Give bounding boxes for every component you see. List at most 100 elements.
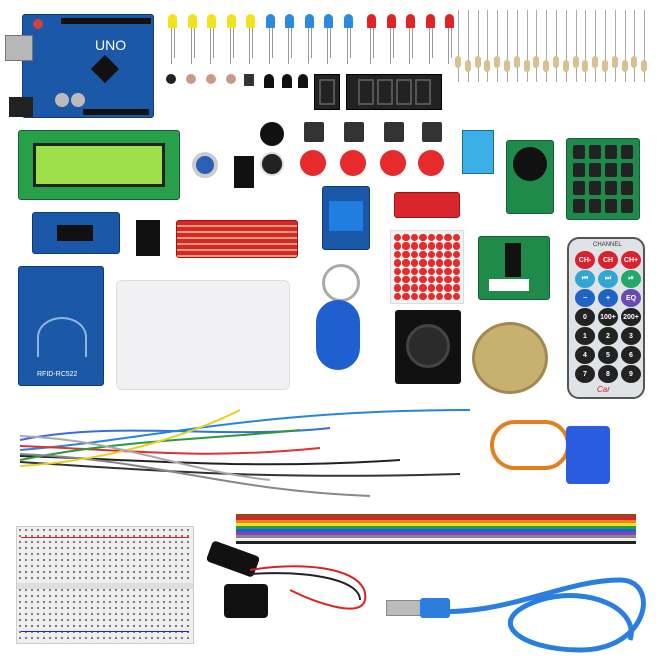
resistor-body [641,60,648,72]
matrix-dot [435,259,444,267]
matrix-dot [410,267,419,275]
matrix-dot [402,259,410,267]
resistor-body [474,56,481,68]
led-leg [389,28,391,64]
matrix-dot [394,275,402,284]
matrix-dot [402,267,410,275]
servo-cable [490,420,570,470]
button-cap [340,150,366,176]
remote-button[interactable]: − [575,289,595,307]
led-matrix-8x8 [390,230,464,304]
remote-button[interactable]: 3 [621,327,641,345]
matrix-dot [410,292,419,300]
matrix-dot [427,250,435,259]
key [589,145,601,159]
power-rail-red [21,537,189,538]
remote-button[interactable]: 1 [575,327,595,345]
remote-button[interactable]: CH+ [621,251,641,269]
matrix-dot [410,259,419,267]
tactile-switch [384,122,404,142]
transistor [264,74,274,88]
buzzer [260,152,284,176]
remote-button[interactable]: 2 [598,327,618,345]
matrix-dot [444,234,452,242]
led [343,14,353,28]
led [386,14,396,28]
led-leg [291,28,292,58]
resistor [494,10,501,82]
resistor-body [562,60,569,72]
remote-button[interactable]: ⏯ [621,270,641,288]
rfid-keyfob [316,300,360,370]
matrix-dot [435,242,444,250]
led [304,14,314,28]
remote-button[interactable]: EQ [621,289,641,307]
rfid-card [116,280,290,390]
remote-button[interactable]: 9 [621,365,641,383]
matrix-dot [444,250,452,259]
resistor-body [504,60,510,72]
matrix-dot [452,292,460,300]
key [589,181,601,195]
remote-button[interactable]: + [598,289,618,307]
matrix-dot [435,292,444,300]
remote-button[interactable]: 4 [575,346,595,364]
matrix-dot [394,292,402,300]
matrix-dot [452,267,460,275]
power-rail-blue [21,631,189,632]
lcd-screen [33,143,165,187]
resistor-body [611,56,618,68]
matrix-dot [419,275,427,284]
joystick-module [395,310,461,384]
led [425,14,435,28]
remote-button[interactable]: 6 [621,346,641,364]
resistor [543,10,550,82]
remote-button[interactable]: 7 [575,365,595,383]
remote-button[interactable]: ⏮ [575,270,595,288]
remote-button[interactable]: CH- [575,251,595,269]
remote-button[interactable]: 100+ [598,308,618,326]
remote-button[interactable]: 200+ [621,308,641,326]
matrix-dot [427,242,435,250]
matrix-dot [410,250,419,259]
resistor [504,10,510,82]
rtc-module [506,140,554,214]
key [621,163,633,177]
button-cap [300,150,326,176]
resistor [523,10,530,82]
remote-button[interactable]: ⏭ [598,270,618,288]
led-leg [451,28,452,58]
remote-button[interactable]: 5 [598,346,618,364]
remote-button[interactable]: 0 [575,308,595,326]
led-leg [249,28,250,64]
matrix-dot [419,284,427,292]
matrix-dot [419,292,427,300]
led-leg [232,28,234,58]
resistor [641,10,648,82]
rfid-label: RFID-RC522 [37,371,78,378]
matrix-dot [444,275,452,284]
led-leg [271,28,273,58]
matrix-dot [435,267,444,275]
remote-button[interactable]: 8 [598,365,618,383]
matrix-dot [452,259,460,267]
tactile-switch [304,122,324,142]
transistor [282,74,292,88]
key [605,199,617,213]
resistor [621,10,628,82]
battery-wires [250,565,367,610]
matrix-dot [452,284,460,292]
matrix-dot [444,292,452,300]
ribbon-cable [236,514,636,544]
matrix-dot [452,250,460,259]
potentiometer [192,152,218,178]
key [621,145,633,159]
resistor-body [513,56,520,68]
led [226,14,236,28]
button-cap [418,150,444,176]
remote-button[interactable]: CH [598,251,618,269]
led-leg [349,28,351,58]
resistor-body [533,56,540,68]
key [621,199,633,213]
led-leg [346,28,348,64]
